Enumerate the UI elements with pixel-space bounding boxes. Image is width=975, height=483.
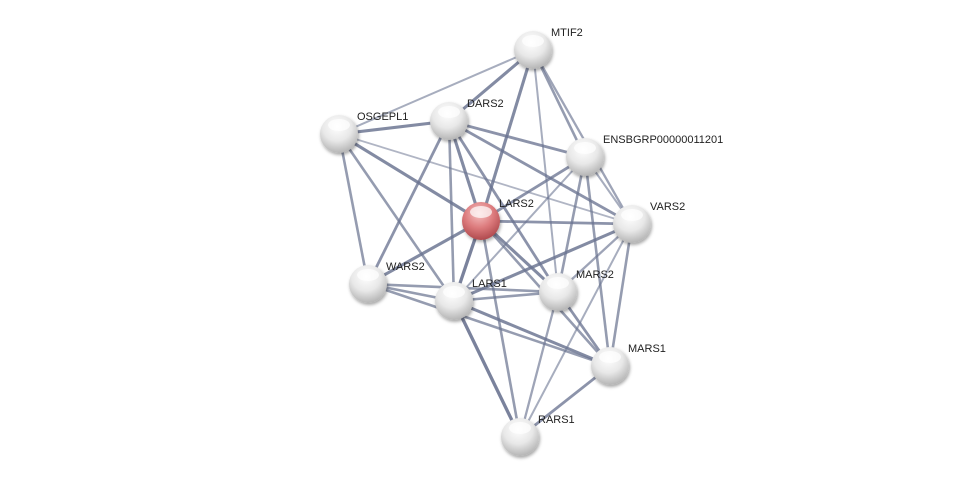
edge-dars2-vars2[interactable] [448,119,633,226]
edge-ensbgrp00000011201-lars1[interactable] [453,156,586,302]
node-highlight [621,209,643,221]
node-dars2[interactable]: DARS2 [430,98,504,140]
node-label: VARS2 [650,201,685,213]
node-label: MTIF2 [551,27,583,39]
node-label: LARS1 [472,278,507,290]
node-vars2[interactable]: VARS2 [613,201,685,243]
node-label: DARS2 [467,98,504,110]
node-label: MARS2 [576,269,614,281]
edge-lars2-vars2[interactable] [480,219,633,226]
node-highlight [357,269,379,281]
edge-ensbgrp00000011201-mars2[interactable] [556,156,587,293]
node-label: RARS1 [538,414,575,426]
edge-mtif2-vars2[interactable] [532,49,633,225]
edge-dars2-ensbgrp00000011201[interactable] [448,119,586,159]
node-highlight [522,35,544,47]
edge-mars2-rars1[interactable] [518,291,560,438]
node-label: MARS1 [628,343,666,355]
node-mars1[interactable]: MARS1 [591,343,666,385]
node-highlight [438,106,460,118]
node-label: OSGEPL1 [357,111,408,123]
node-mars2[interactable]: MARS2 [539,269,614,311]
node-label: LARS2 [499,198,534,210]
edge-mars1-rars1[interactable] [519,364,611,439]
node-label: ENSBGRP00000011201 [603,134,723,146]
node-highlight [574,142,596,154]
node-lars2[interactable]: LARS2 [462,198,534,240]
node-highlight [547,277,569,289]
node-lars1[interactable]: LARS1 [435,278,507,320]
edge-dars2-wars2[interactable] [366,120,451,285]
node-osgepl1[interactable]: OSGEPL1 [320,111,408,153]
node-mtif2[interactable]: MTIF2 [514,27,583,69]
edge-lars2-wars2[interactable] [367,219,482,286]
edge-osgepl1-lars1[interactable] [337,133,456,302]
edge-mtif2-osgepl1[interactable] [338,49,534,135]
edge-mtif2-ensbgrp00000011201[interactable] [531,49,587,158]
edge-dars2-lars1[interactable] [447,120,456,302]
edge-wars2-mars1[interactable] [367,282,611,368]
edge-osgepl1-wars2[interactable] [337,133,370,285]
node-highlight [599,351,621,363]
edge-ensbgrp00000011201-lars2[interactable] [480,155,586,223]
edge-lars1-rars1[interactable] [452,300,522,438]
edge-vars2-rars1[interactable] [519,223,633,438]
edge-lars1-mars1[interactable] [453,299,611,368]
node-highlight [470,206,492,218]
node-ensbgrp00000011201[interactable]: ENSBGRP00000011201 [566,134,723,176]
node-highlight [328,119,350,131]
edge-osgepl1-lars2[interactable] [338,132,482,223]
node-wars2[interactable]: WARS2 [349,261,425,303]
edge-vars2-mars1[interactable] [608,223,634,367]
node-highlight [509,422,531,434]
node-rars1[interactable]: RARS1 [501,414,575,456]
edge-ensbgrp00000011201-mars1[interactable] [583,156,612,367]
node-highlight [443,286,465,298]
node-label: WARS2 [386,261,425,273]
edge-mtif2-mars2[interactable] [532,49,559,293]
